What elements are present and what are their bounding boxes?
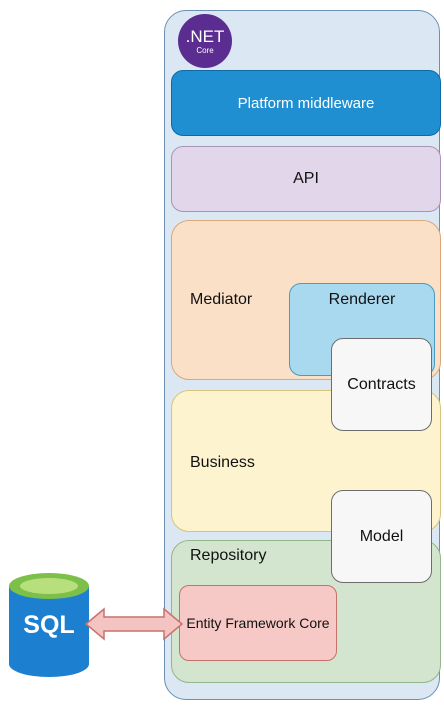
renderer-label: Renderer bbox=[328, 291, 396, 308]
dotnet-logo-text: .NET bbox=[185, 26, 225, 46]
repository-label: Repository bbox=[190, 547, 267, 564]
database-cylinder-icon bbox=[9, 573, 89, 677]
business-label: Business bbox=[190, 454, 255, 471]
api-label: API bbox=[293, 170, 319, 187]
mediator-label: Mediator bbox=[190, 291, 253, 308]
dotnet-logo-subtext: Core bbox=[196, 45, 214, 55]
entity-framework-label: Entity Framework Core bbox=[186, 615, 330, 631]
entity-framework-box: Entity Framework Core bbox=[179, 585, 337, 661]
platform-middleware-label: Platform middleware bbox=[237, 94, 375, 112]
bidirectional-arrow-icon bbox=[84, 607, 184, 641]
contracts-box: Contracts bbox=[331, 338, 432, 431]
dotnet-core-logo: .NET Core bbox=[178, 14, 232, 68]
api-box: API bbox=[171, 146, 441, 212]
contracts-label: Contracts bbox=[347, 375, 416, 393]
model-label: Model bbox=[359, 527, 404, 545]
sql-label: SQL bbox=[23, 611, 75, 639]
model-box: Model bbox=[331, 490, 432, 583]
platform-middleware-box: Platform middleware bbox=[171, 70, 441, 136]
